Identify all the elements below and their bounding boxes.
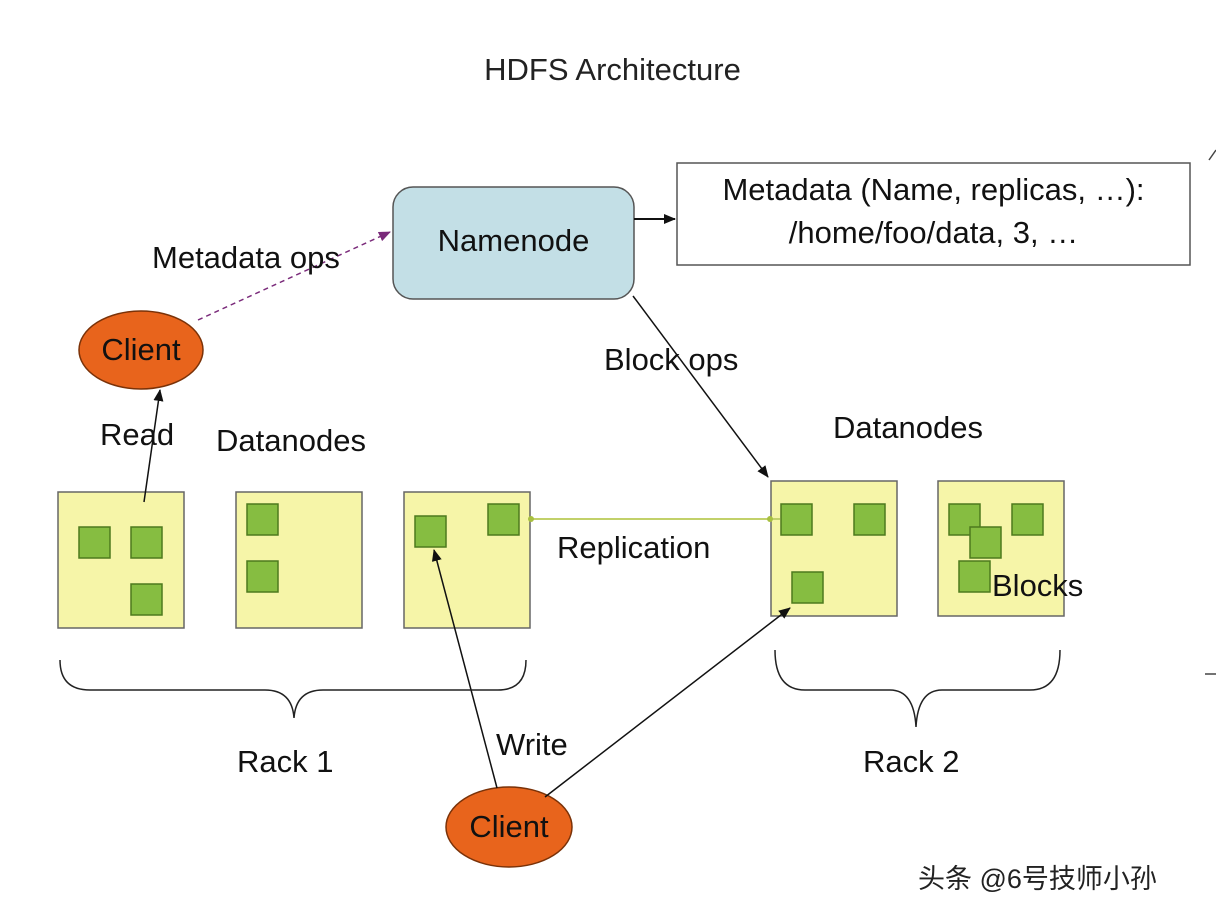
replication-end-dot <box>528 516 534 522</box>
client-top-ellipse <box>78 310 204 390</box>
write-label: Write <box>496 727 568 762</box>
client-top-label: Client <box>101 332 181 367</box>
write-arrow-rack2 <box>544 607 791 798</box>
metadata-line2: /home/foo/data, 3, … <box>788 215 1079 250</box>
rack2-brace <box>774 649 1061 728</box>
block <box>130 583 163 616</box>
block-ops-arrow <box>632 295 769 478</box>
block <box>969 526 1002 559</box>
replication-end-dot <box>767 516 773 522</box>
blocks-label: Blocks <box>992 568 1084 603</box>
block <box>78 526 111 559</box>
edge-mark <box>1208 149 1216 161</box>
namenode-box <box>392 186 635 300</box>
block <box>130 526 163 559</box>
datanode-rack1-1 <box>57 491 185 629</box>
read-label: Read <box>100 417 175 452</box>
block <box>791 571 824 604</box>
metadata-box <box>676 162 1191 266</box>
block <box>246 503 279 536</box>
block <box>958 560 991 593</box>
datanodes-left-label: Datanodes <box>216 423 366 458</box>
client-bottom-label: Client <box>469 809 549 844</box>
datanodes-right-label: Datanodes <box>833 410 983 445</box>
metadata-ops-label: Metadata ops <box>152 240 340 275</box>
block <box>780 503 813 536</box>
metadata-content: Metadata (Name, replicas, …): /home/foo/… <box>677 168 1190 254</box>
block-ops-label: Block ops <box>604 342 739 377</box>
watermark-text: 头条 @6号技师小孙 <box>918 864 1157 894</box>
block <box>853 503 886 536</box>
diagram-title: HDFS Architecture <box>484 52 741 87</box>
datanode-rack2-1 <box>770 480 898 617</box>
replication-label: Replication <box>557 530 711 565</box>
rack1-label: Rack 1 <box>237 744 334 779</box>
write-arrow-rack1 <box>431 549 498 789</box>
block <box>246 560 279 593</box>
block <box>414 515 447 548</box>
rack1-brace <box>59 659 527 719</box>
read-arrow <box>143 389 164 503</box>
metadata-line1: Metadata (Name, replicas, …): <box>722 172 1145 207</box>
namenode-label: Namenode <box>437 223 590 258</box>
block <box>487 503 520 536</box>
rack2-label: Rack 2 <box>863 744 960 779</box>
block <box>1011 503 1044 536</box>
client-bottom-ellipse <box>445 786 573 868</box>
